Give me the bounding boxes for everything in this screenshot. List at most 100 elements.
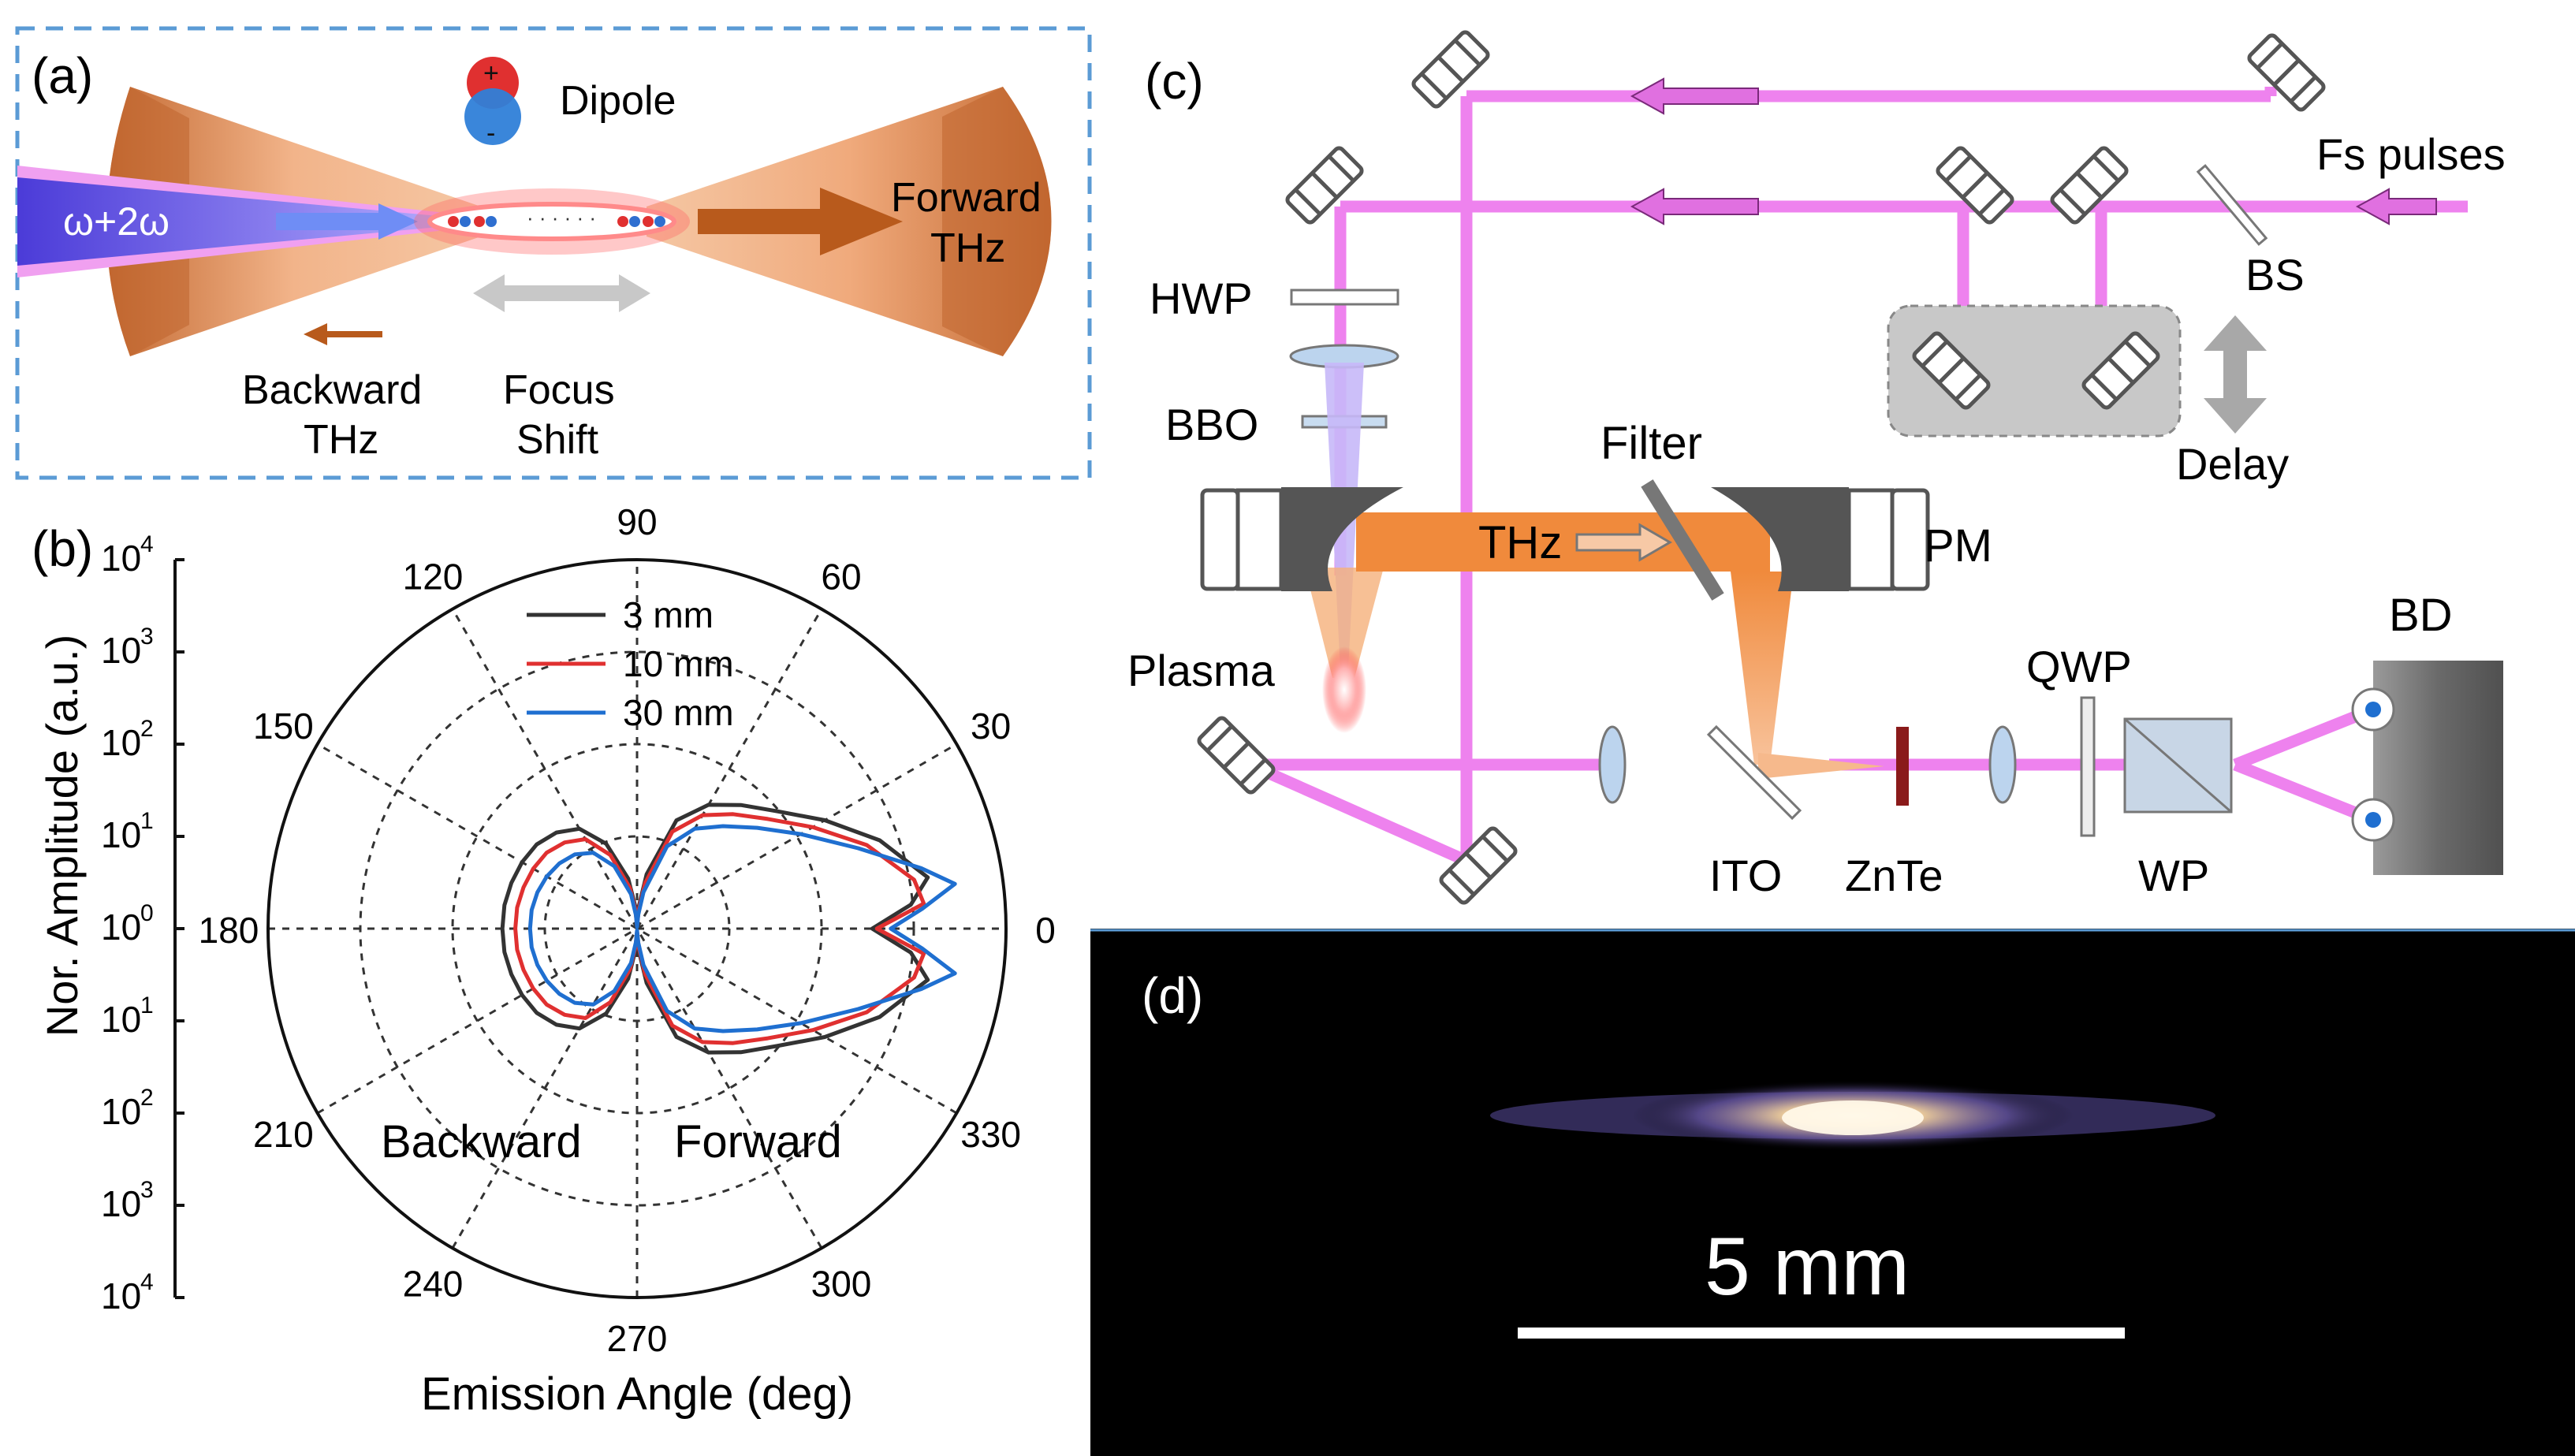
- radial-tick-base: 10: [101, 1091, 141, 1132]
- panel-c: (c): [1127, 30, 2506, 905]
- radial-tick-exp: 4: [140, 531, 154, 557]
- angle-tick-label: 90: [617, 501, 657, 542]
- polar-chart: 0306090120150180210240270300330104103102…: [101, 501, 1056, 1359]
- legend-label: 30 mm: [623, 692, 734, 733]
- beam-arrow-top: [1630, 77, 1759, 115]
- thz-down: [1305, 568, 1384, 678]
- right-cone-band: [942, 87, 1052, 356]
- znte-label: ZnTe: [1845, 851, 1943, 900]
- radial-tick-exp: 2: [140, 716, 154, 742]
- parabolic-mirror-right: [1711, 487, 1930, 591]
- fs-pulses-label: Fs pulses: [2316, 129, 2506, 179]
- plasma: [427, 202, 676, 241]
- x-axis-label: Emission Angle (deg): [421, 1368, 853, 1420]
- lens-ito-left: [1598, 725, 1627, 804]
- panel-b-label: (b): [32, 520, 93, 577]
- radial-tick-exp: 0: [140, 900, 154, 926]
- angle-tick-label: 300: [811, 1264, 872, 1305]
- angle-tick-label: 180: [199, 910, 259, 951]
- bs-label: BS: [2245, 250, 2305, 300]
- focus-label-1: Focus: [503, 367, 615, 413]
- radial-tick-exp: 3: [140, 1177, 154, 1203]
- radial-tick-exp: 4: [140, 1269, 154, 1295]
- scale-bar: [1518, 1328, 2125, 1339]
- focus-label-2: Shift: [516, 417, 599, 463]
- backward-label-2: THz: [304, 417, 378, 463]
- parabolic-mirror-left: [1200, 487, 1403, 591]
- znte: [1896, 727, 1909, 806]
- angle-tick-label: 210: [253, 1114, 314, 1155]
- delay-arrow: [2204, 315, 2267, 434]
- radial-tick-base: 10: [101, 722, 141, 763]
- panel-a-label: (a): [32, 47, 93, 104]
- backward-region-label: Backward: [381, 1116, 582, 1167]
- thz-label: THz: [1478, 517, 1562, 568]
- angle-tick-label: 270: [607, 1318, 668, 1359]
- ito-label: ITO: [1709, 851, 1782, 900]
- scale-label: 5 mm: [1705, 1221, 1910, 1313]
- dipole-label: Dipole: [560, 78, 676, 124]
- plasma-image-core: [1782, 1100, 1924, 1135]
- beam-arrow-input: [2355, 188, 2437, 225]
- forward-label-2: THz: [930, 225, 1005, 271]
- angle-tick-label: 60: [821, 556, 861, 597]
- delay-mirrors: [1912, 331, 2160, 410]
- bbo-label: BBO: [1165, 400, 1258, 449]
- series-line: [500, 802, 930, 1055]
- qwp-label: QWP: [2026, 642, 2132, 691]
- radial-tick-exp: 1: [140, 808, 154, 834]
- thz-to-znte: [1758, 753, 1884, 779]
- radial-tick-base: 10: [101, 814, 141, 855]
- radial-tick-exp: 2: [140, 1085, 154, 1111]
- mirrors: [1197, 30, 2326, 905]
- legend-label: 3 mm: [623, 594, 714, 635]
- thz-arrow: [1575, 523, 1672, 562]
- lens-right: [1988, 725, 2017, 804]
- thz-beam: [1356, 512, 1770, 572]
- radial-tick-base: 10: [101, 630, 141, 671]
- angle-tick-label: 30: [971, 706, 1011, 747]
- panel-c-label: (c): [1145, 53, 1204, 110]
- dipole-plus: +: [483, 58, 499, 88]
- beam-splitter: [2196, 164, 2268, 246]
- polar-frame: [266, 558, 1008, 1299]
- panel-b: (b) 030609012015018021024027030033010410…: [32, 501, 1056, 1420]
- pump-beam-core: [17, 177, 473, 266]
- thz-funnel: [1731, 572, 1794, 765]
- dipole-minus-icon: [464, 88, 521, 145]
- delay-label: Delay: [2176, 439, 2289, 489]
- forward-arrow: [698, 188, 903, 255]
- angle-tick-label: 0: [1035, 910, 1056, 951]
- filter-label: Filter: [1601, 418, 1702, 469]
- radial-tick-exp: 3: [140, 624, 154, 650]
- forward-region-label: Forward: [674, 1116, 842, 1167]
- hwp-label: HWP: [1150, 274, 1253, 323]
- plasma-label: Plasma: [1127, 646, 1276, 695]
- beam-arrow-mid: [1630, 188, 1759, 225]
- qwp: [2080, 696, 2096, 837]
- y-axis-label: Nor. Amplitude (a.u.): [37, 635, 87, 1037]
- wp-label: WP: [2138, 851, 2209, 900]
- forward-label-1: Forward: [891, 175, 1042, 221]
- plasma-dots: · · · · · ·: [527, 206, 596, 229]
- ito: [1706, 724, 1802, 821]
- beam-arrow: [276, 203, 418, 240]
- legend-label: 10 mm: [623, 643, 734, 684]
- dipole-minus: -: [486, 118, 495, 148]
- panel-d: (d) 5 mm: [1090, 929, 2575, 1456]
- wollaston-prism: [2123, 717, 2233, 814]
- pm-label: PM: [1924, 520, 1992, 572]
- series-line: [513, 812, 926, 1045]
- balanced-detector: [2373, 661, 2503, 875]
- plasma-spot: [1322, 646, 1366, 733]
- panel-d-label: (d): [1142, 967, 1203, 1024]
- panel-a: (a) ω+2ω · · · · · · + - Dipole Forward …: [15, 26, 1092, 480]
- angle-tick-label: 330: [960, 1114, 1021, 1155]
- radial-tick-base: 10: [101, 1275, 141, 1316]
- angle-tick-label: 240: [403, 1264, 464, 1305]
- radial-tick-base: 10: [101, 999, 141, 1040]
- hwp: [1290, 289, 1399, 306]
- panel-d-background: [1090, 929, 2575, 1456]
- angle-tick-label: 150: [253, 706, 314, 747]
